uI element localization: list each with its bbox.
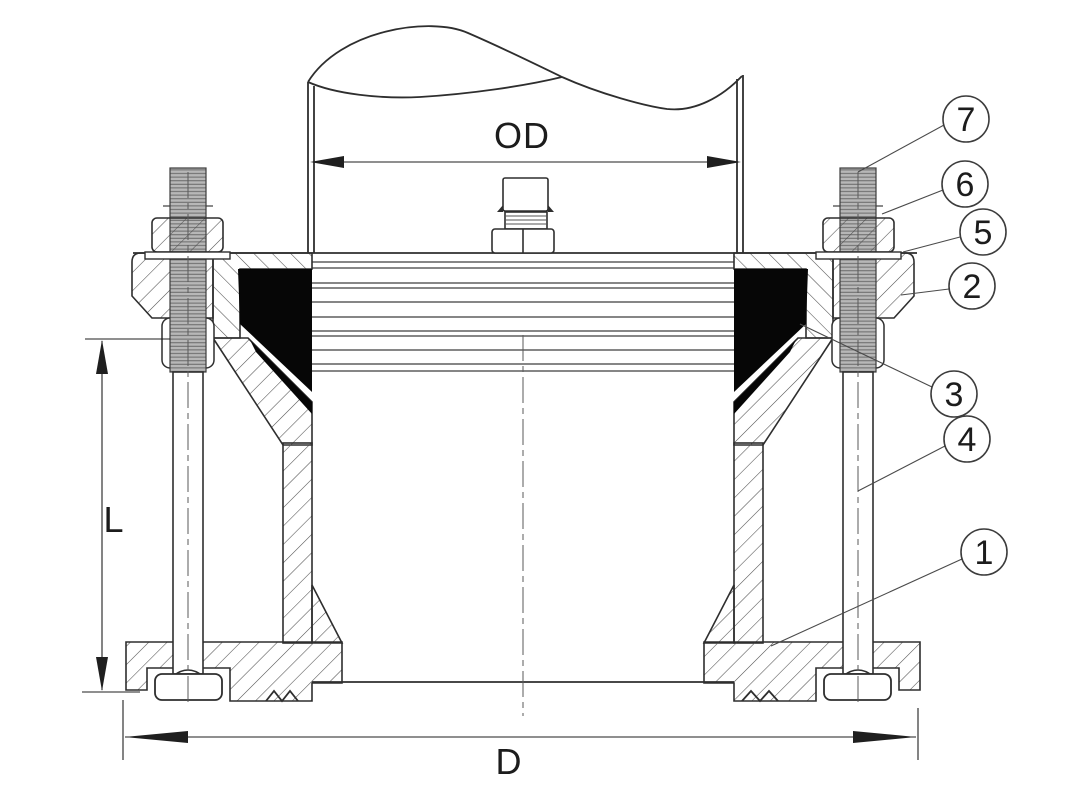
svg-text:3: 3 — [945, 376, 964, 414]
seat-cone-right — [733, 337, 835, 446]
svg-text:7: 7 — [957, 101, 976, 139]
d-label: D — [496, 741, 523, 782]
callout-balloon-1: 1 — [770, 528, 1008, 647]
od-arrow-left — [310, 156, 344, 168]
bottom-serration-right — [741, 689, 779, 703]
callout-balloon-3: 3 — [799, 323, 978, 418]
callout-balloon-2: 2 — [900, 262, 996, 310]
vent-plug — [491, 177, 555, 254]
leader-line-5 — [902, 236, 961, 253]
svg-text:1: 1 — [975, 534, 994, 572]
vent-plug-cap-lip-left — [497, 205, 503, 212]
pipe — [307, 25, 744, 253]
callout-balloon-7: 7 — [857, 95, 990, 173]
body-wall-right — [733, 442, 764, 644]
od-label: OD — [494, 115, 550, 156]
l-dimension: L — [82, 338, 170, 693]
d-dimension: D — [122, 700, 919, 782]
bolt-right — [815, 167, 902, 704]
gasket-right-lip — [734, 340, 796, 414]
vent-plug-cap — [502, 177, 549, 212]
callout-balloon-5: 5 — [902, 208, 1007, 256]
callout-balloon-4: 4 — [857, 415, 991, 492]
svg-text:4: 4 — [958, 421, 977, 459]
bottom-serration-left — [265, 689, 299, 703]
l-label: L — [103, 499, 124, 540]
od-dimension: OD — [310, 115, 741, 168]
leader-line-6 — [881, 189, 944, 215]
d-arrow-right — [853, 731, 916, 743]
gasket-left — [238, 269, 312, 392]
gaskets — [238, 269, 808, 414]
callouts: 7 6 5 2 3 4 1 — [770, 95, 1008, 647]
svg-text:5: 5 — [974, 214, 993, 252]
pipe-break-line — [307, 25, 743, 111]
callout-balloon-6: 6 — [881, 160, 989, 215]
gasket-left-lip — [250, 340, 312, 414]
od-arrow-right — [707, 156, 741, 168]
d-arrow-left — [125, 731, 188, 743]
coupling-body-section — [125, 252, 921, 702]
pipe-break-lens — [307, 76, 563, 99]
seat-cone-left — [211, 337, 313, 446]
leader-line-4 — [857, 445, 946, 492]
leader-line-7 — [857, 124, 945, 173]
bolt-left — [144, 167, 231, 704]
body-wall-left — [282, 442, 313, 644]
svg-text:6: 6 — [956, 166, 975, 204]
l-arrow-bottom — [96, 657, 108, 691]
leader-line-1 — [770, 558, 963, 647]
leader-line-3 — [799, 323, 933, 388]
l-arrow-top — [96, 340, 108, 374]
gasket-right — [734, 269, 808, 392]
leader-line-2 — [900, 288, 950, 296]
vent-plug-cap-lip-right — [548, 205, 554, 212]
svg-text:2: 2 — [963, 268, 982, 306]
